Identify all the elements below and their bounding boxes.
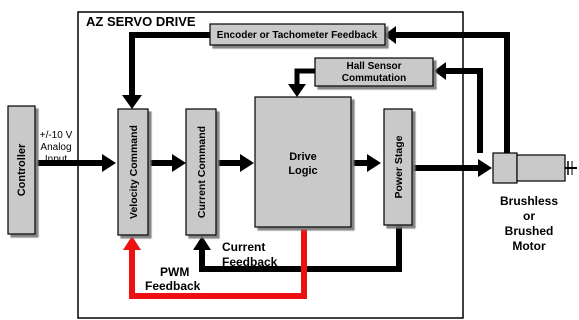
current-feedback-line <box>199 226 402 272</box>
velocity-command-block <box>117 108 149 236</box>
hall-feedback-arrowhead <box>434 62 446 80</box>
pwm-feedback-arrowhead <box>123 236 141 250</box>
current-feedback-label-line2: Feedback <box>222 255 278 269</box>
pwm-feedback-line <box>129 229 307 299</box>
hall-to-logic-line <box>294 68 315 86</box>
power-stage-label: Power Stage <box>393 135 405 198</box>
hall-sensor-block <box>314 57 434 87</box>
analog-input-arrowhead <box>102 154 116 172</box>
controller-block <box>7 105 36 235</box>
encoder-feedback-line <box>396 32 510 153</box>
motor-label-line2: or <box>523 209 535 223</box>
motor-icon <box>492 152 577 184</box>
motor-label-line3: Brushed <box>505 224 554 238</box>
input-label-line2: Analog <box>40 142 71 153</box>
current-feedback-label-line1: Current <box>222 240 265 254</box>
encoder-to-velocity-line <box>129 32 210 97</box>
current-command-block <box>185 108 217 236</box>
current-feedback-arrowhead <box>193 236 211 250</box>
input-label-line1: +/-10 V <box>40 130 73 141</box>
power-to-motor-arrowhead <box>478 159 492 177</box>
power-stage-block <box>383 108 413 226</box>
velocity-arrowhead <box>122 95 142 109</box>
current-command-label: Current Command <box>196 126 208 218</box>
current-to-logic-arrowhead <box>240 154 254 172</box>
drive-logic-block <box>254 96 352 228</box>
logic-arrowhead <box>288 84 306 97</box>
drive-logic-line1: Drive <box>289 151 317 163</box>
encoder-feedback-arrowhead <box>384 26 396 44</box>
encoder-feedback-label: Encoder or Tachometer Feedback <box>217 30 378 41</box>
controller-label: Controller <box>16 143 28 196</box>
drive-logic-line2: Logic <box>288 165 317 177</box>
pwm-feedback-label-line1: PWM <box>160 265 189 279</box>
hall-sensor-line2: Commutation <box>342 73 406 84</box>
input-label-line3: Input <box>45 154 67 165</box>
pwm-feedback-label-line2: Feedback <box>145 279 201 293</box>
hall-sensor-line1: Hall Sensor <box>346 61 401 72</box>
encoder-feedback-block <box>209 23 386 46</box>
drive-title: AZ SERVO DRIVE <box>86 14 196 29</box>
velocity-to-current-arrowhead <box>172 154 186 172</box>
motor-label-line1: Brushless <box>500 194 558 208</box>
velocity-command-label: Velocity Command <box>128 125 140 219</box>
logic-to-power-arrowhead <box>367 154 381 172</box>
motor-label-line4: Motor <box>512 239 546 253</box>
hall-feedback-line <box>446 68 483 153</box>
